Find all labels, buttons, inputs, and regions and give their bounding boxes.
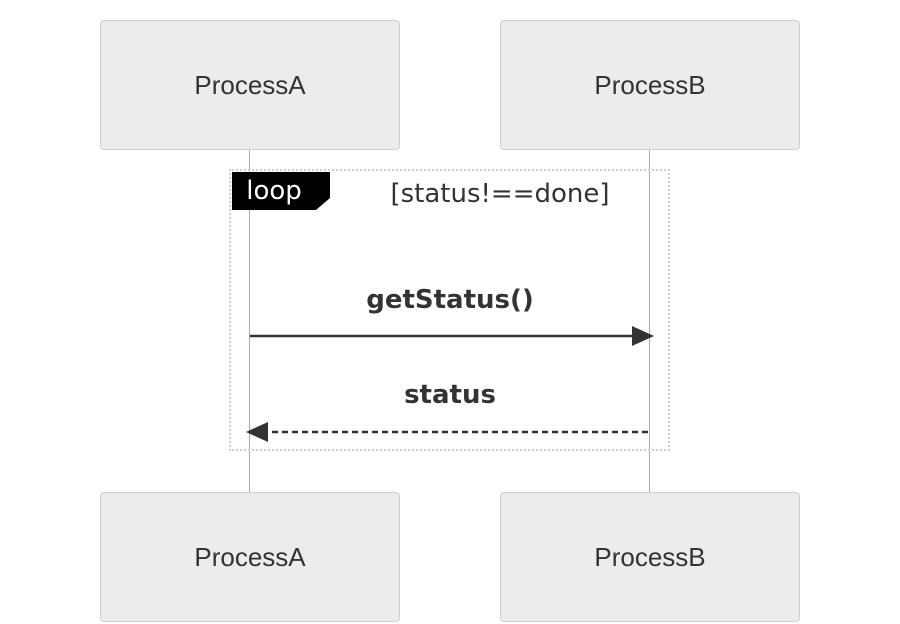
loop-label: loop (246, 176, 302, 206)
actor-processb-top: ProcessB (500, 20, 800, 150)
loop-frame (229, 169, 670, 451)
actor-processa-bottom: ProcessA (100, 492, 400, 622)
message-arrow-getstatus (250, 326, 654, 346)
loop-tag-shape (232, 172, 330, 210)
arrowhead-right-icon (632, 326, 654, 346)
actor-processb-bottom: ProcessB (500, 492, 800, 622)
message-arrow-status (246, 422, 648, 442)
message-label-status: status (404, 380, 496, 410)
actor-processa-top: ProcessA (100, 20, 400, 150)
arrowhead-left-icon (246, 422, 268, 442)
loop-condition: [status!==done] (390, 179, 610, 209)
lifeline-processb (649, 150, 650, 492)
message-label-getstatus: getStatus() (366, 285, 534, 315)
lifeline-processa (249, 150, 250, 492)
